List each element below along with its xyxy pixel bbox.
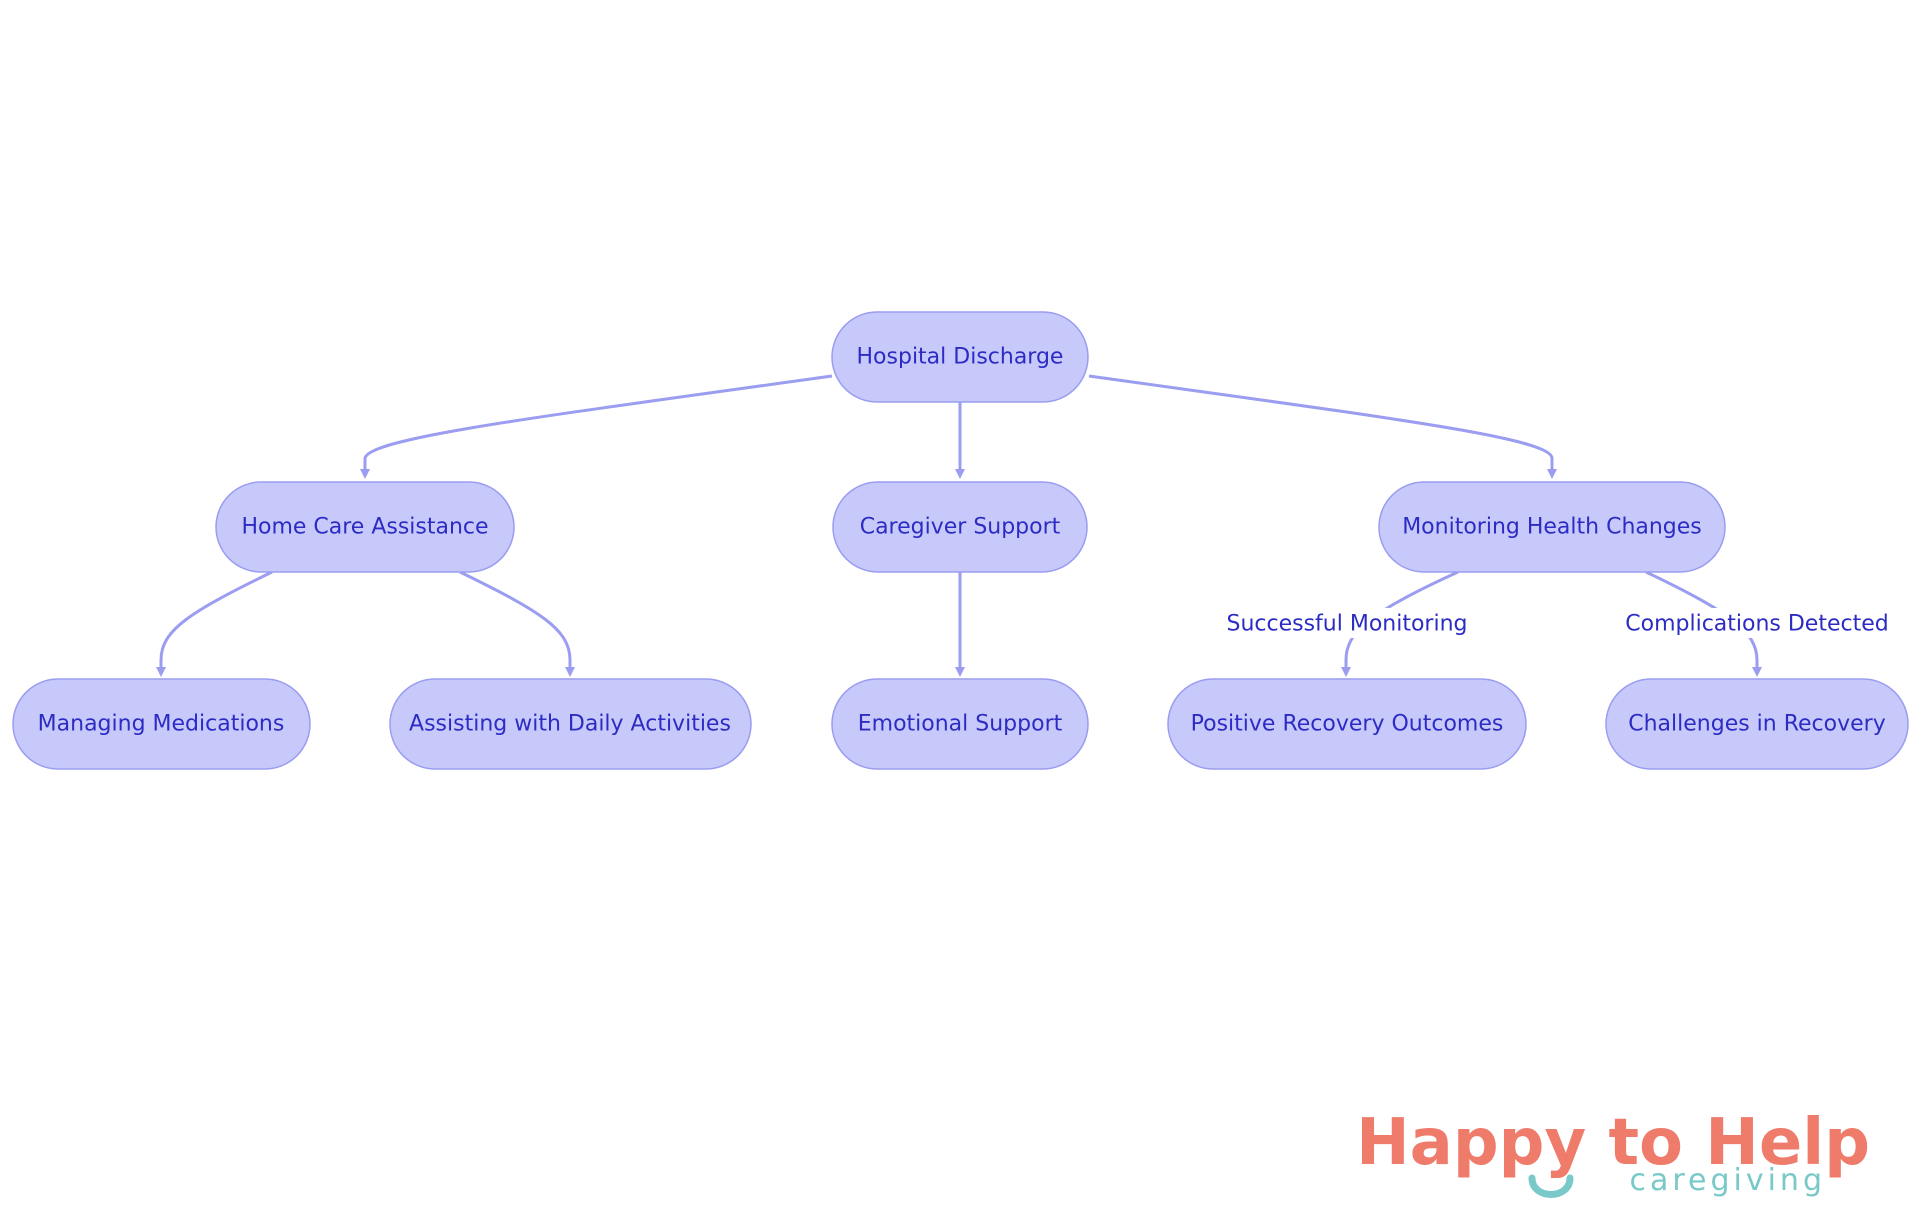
smile-icon <box>1528 1174 1574 1198</box>
edge-label-text: Complications Detected <box>1625 612 1888 637</box>
edge-discharge-to-home-care <box>360 374 833 479</box>
node-home-care-assistance[interactable]: Home Care Assistance <box>215 481 515 573</box>
node-label: Home Care Assistance <box>241 515 488 540</box>
edge-label-text: Successful Monitoring <box>1226 612 1467 637</box>
edge-label-complications-detected: Complications Detected <box>1625 608 1889 638</box>
node-label: Assisting with Daily Activities <box>409 712 731 737</box>
node-assisting-daily-activities[interactable]: Assisting with Daily Activities <box>389 678 752 770</box>
node-label: Monitoring Health Changes <box>1402 515 1702 540</box>
logo-tagline: caregiving <box>1629 1163 1826 1198</box>
node-monitoring-health-changes[interactable]: Monitoring Health Changes <box>1378 481 1726 573</box>
node-emotional-support[interactable]: Emotional Support <box>831 678 1089 770</box>
node-managing-medications[interactable]: Managing Medications <box>12 678 311 770</box>
happy-to-help-logo: Happy to Help caregiving <box>1356 1106 1870 1198</box>
edges <box>156 374 1762 677</box>
logo-wordmark: Happy to Help <box>1356 1106 1870 1180</box>
edge-discharge-to-monitoring <box>1088 374 1557 479</box>
node-label: Hospital Discharge <box>857 345 1064 370</box>
node-positive-recovery-outcomes[interactable]: Positive Recovery Outcomes <box>1167 678 1527 770</box>
node-label: Challenges in Recovery <box>1628 712 1886 737</box>
edge-home-care-to-daily-activities <box>459 570 575 677</box>
node-label: Positive Recovery Outcomes <box>1191 712 1504 737</box>
edge-label-successful-monitoring: Successful Monitoring <box>1226 608 1468 638</box>
node-hospital-discharge[interactable]: Hospital Discharge <box>831 311 1089 403</box>
node-label: Emotional Support <box>858 712 1063 737</box>
node-label: Caregiver Support <box>860 515 1061 540</box>
node-label: Managing Medications <box>38 712 285 737</box>
node-caregiver-support[interactable]: Caregiver Support <box>832 481 1088 573</box>
edge-home-care-to-medications <box>156 570 273 677</box>
node-challenges-in-recovery[interactable]: Challenges in Recovery <box>1605 678 1909 770</box>
